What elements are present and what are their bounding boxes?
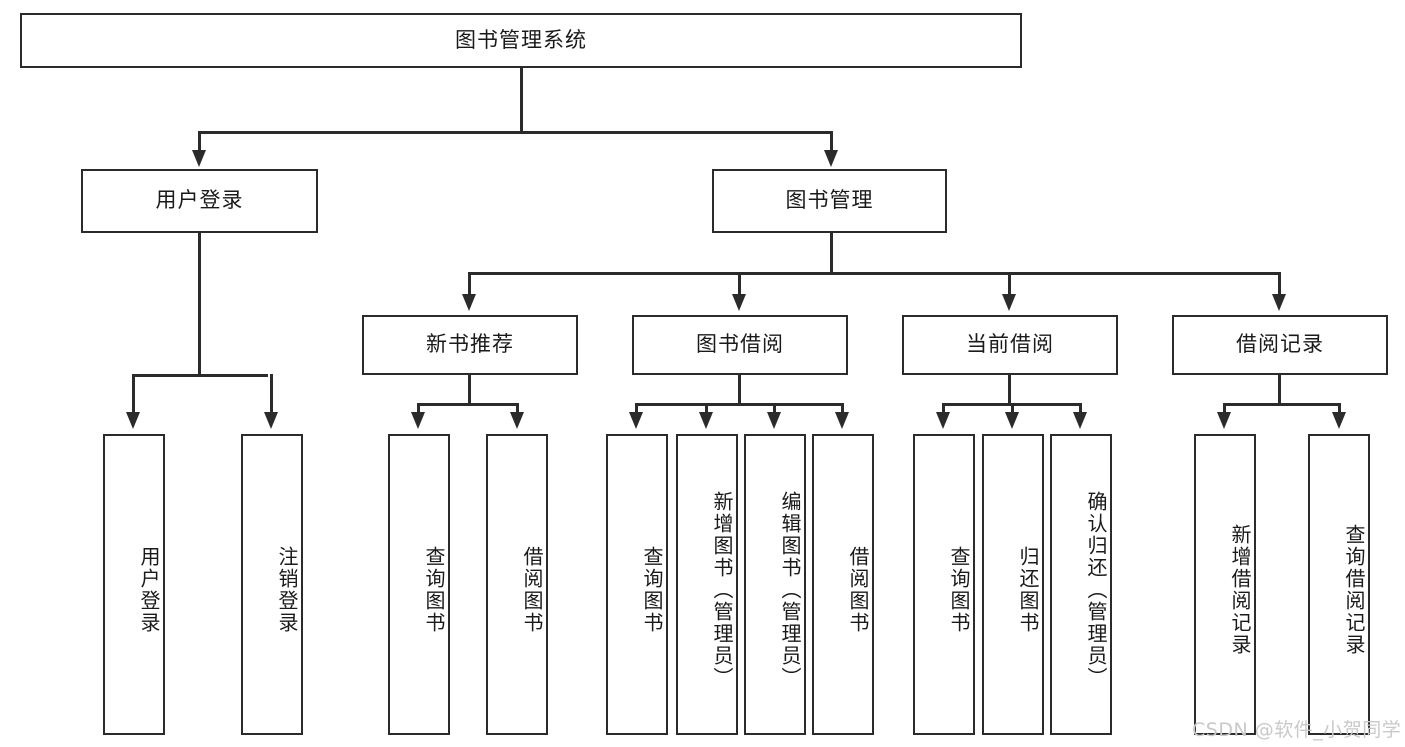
connector-cb-leaf2 [1011,403,1014,414]
connector-bb-leaf3 [773,403,776,414]
node-book-borrow[interactable]: 图书借阅 [632,315,848,375]
leaf-query-book-current[interactable]: 查询图书 [913,434,975,735]
arrowhead-nb-leaf2 [510,412,524,429]
node-user-login[interactable]: 用户登录 [81,169,318,233]
connector-br-leaf2 [1338,403,1341,414]
connector-current-borrow-stem [1008,375,1011,404]
arrowhead-bb-leaf3 [767,412,781,429]
connector-new-book-bus [417,403,519,406]
node-root-library-system[interactable]: 图书管理系统 [20,13,1022,68]
connector-root-to-user-login [198,131,201,153]
node-book-management[interactable]: 图书管理 [712,169,947,233]
connector-borrow-record-bus [1223,403,1340,406]
arrowhead-current-borrow [1002,294,1016,311]
leaf-query-borrow-record[interactable]: 查询借阅记录 [1308,434,1370,735]
arrowhead-leaf-logout [264,412,278,429]
arrowhead-cb-leaf2 [1005,412,1019,429]
arrowhead-br-leaf1 [1217,412,1231,429]
leaf-label: 用户登录 [137,545,161,634]
arrowhead-br-leaf2 [1332,412,1346,429]
connector-cb-leaf3 [1079,403,1082,414]
connector-book-mgmt-stem [830,233,833,273]
arrowhead-bb-leaf2 [699,412,713,429]
connector-new-book-stem [468,375,471,404]
node-borrow-record[interactable]: 借阅记录 [1172,315,1388,375]
connector-new-book-leaf1 [417,403,420,414]
connector-to-borrow-record [1278,272,1281,296]
connector-bb-leaf1 [635,403,638,414]
leaf-query-book-borrow[interactable]: 查询图书 [606,434,668,735]
arrowhead-leaf-user-login [126,412,140,429]
connector-root-to-book-mgmt [830,131,833,153]
arrowhead-book-mgmt [824,150,838,167]
leaf-label: 确认归还（管理员） [1084,490,1108,689]
connector-to-new-book [468,272,471,296]
leaf-label: 查询图书 [640,545,664,634]
leaf-label: 借阅图书 [520,545,544,634]
connector-to-current-borrow [1008,272,1011,296]
leaf-borrow-book[interactable]: 借阅图书 [812,434,874,735]
node-current-borrow[interactable]: 当前借阅 [902,315,1118,375]
leaf-label: 注销登录 [275,545,299,634]
arrowhead-borrow-record [1272,294,1286,311]
arrowhead-new-book [462,294,476,311]
leaf-label: 借阅图书 [846,545,870,634]
leaf-query-book-recommend[interactable]: 查询图书 [388,434,450,735]
arrowhead-book-borrow [732,294,746,311]
leaf-label: 编辑图书（管理员） [778,490,802,689]
connector-br-leaf1 [1223,403,1226,414]
leaf-label: 归还图书 [1016,545,1040,634]
arrowhead-nb-leaf1 [411,412,425,429]
arrowhead-bb-leaf4 [835,412,849,429]
leaf-label: 查询图书 [947,545,971,634]
leaf-borrow-book-recommend[interactable]: 借阅图书 [486,434,548,735]
arrowhead-cb-leaf3 [1073,412,1087,429]
connector-to-book-borrow [738,272,741,296]
connector-user-login-leaf1 [132,374,135,414]
arrowhead-bb-leaf1 [629,412,643,429]
leaf-label: 新增借阅记录 [1228,523,1252,656]
node-new-book-recommend[interactable]: 新书推荐 [362,315,578,375]
connector-borrow-record-stem [1278,375,1281,404]
connector-book-borrow-bus [635,403,843,406]
leaf-confirm-return-admin[interactable]: 确认归还（管理员） [1050,434,1112,735]
leaf-edit-book-admin[interactable]: 编辑图书（管理员） [744,434,806,735]
connector-cb-leaf1 [942,403,945,414]
leaf-user-login[interactable]: 用户登录 [103,434,165,735]
leaf-logout[interactable]: 注销登录 [241,434,303,735]
leaf-return-book[interactable]: 归还图书 [982,434,1044,735]
connector-user-login-stem [198,233,201,376]
leaf-add-borrow-record[interactable]: 新增借阅记录 [1194,434,1256,735]
leaf-label: 新增图书（管理员） [710,490,734,689]
connector-new-book-leaf2 [516,403,519,414]
leaf-add-book-admin[interactable]: 新增图书（管理员） [676,434,738,735]
connector-user-login-bus [132,374,268,377]
connector-root-bus [198,131,832,134]
arrowhead-cb-leaf1 [936,412,950,429]
connector-book-borrow-stem [738,375,741,404]
watermark-text: CSDN @软件_小贺同学 [1192,719,1402,741]
leaf-label: 查询图书 [422,545,446,634]
connector-book-mgmt-bus [468,272,1280,275]
connector-bb-leaf4 [841,403,844,414]
arrowhead-user-login [192,150,206,167]
connector-bb-leaf2 [705,403,708,414]
leaf-label: 查询借阅记录 [1342,523,1366,656]
connector-user-login-leaf2 [270,374,273,414]
connector-root-stem [520,68,523,132]
